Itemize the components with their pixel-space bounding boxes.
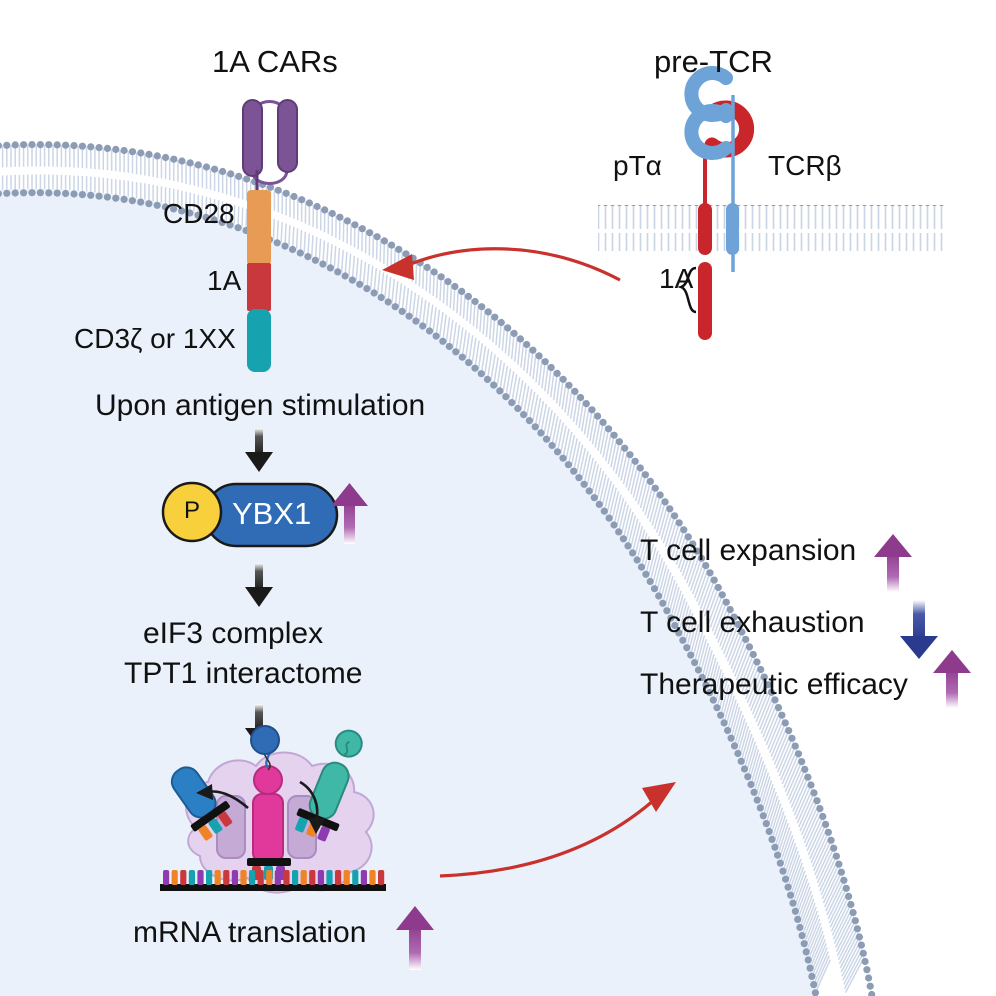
pretcr-1a-label: 1A — [659, 263, 694, 294]
mrna-translation-label: mRNA translation — [133, 916, 367, 949]
red-arrow-pretcr-to-car — [382, 247, 621, 282]
car-1a-domain — [247, 263, 271, 311]
ybx1-label: YBX1 — [232, 496, 312, 531]
mrna-codon — [257, 870, 264, 885]
phospho-group — [161, 481, 223, 543]
mrna-codon — [231, 870, 238, 885]
mrna-codon — [283, 870, 290, 885]
outcome-label-efficacy: Therapeutic efficacy — [640, 668, 908, 701]
mrna-codon — [274, 870, 281, 885]
therapeutic-efficacy-up-arrow — [933, 650, 971, 708]
mrna-codon — [214, 870, 221, 885]
trna-exiting — [170, 766, 233, 841]
trna-incoming-aminoacid — [334, 729, 363, 758]
trna-entry-arrow — [299, 780, 325, 834]
mrna-backbone — [160, 884, 386, 891]
stimulation-to-ybx1-arrow — [245, 428, 273, 472]
car-domain-label-cd28: CD28 — [163, 198, 235, 229]
ptalpha-label: pTα — [613, 150, 662, 181]
mrna-codon — [292, 870, 299, 885]
mrna-strand — [160, 870, 386, 891]
plasma-membrane-curved — [0, 144, 872, 996]
mrna-codon — [326, 870, 333, 885]
plasma-membrane-straight — [598, 205, 946, 251]
psite-trna-bar — [247, 858, 291, 866]
trna-incoming — [295, 729, 363, 842]
antigen-stimulation-label: Upon antigen stimulation — [95, 389, 426, 422]
scfv-vh-domain — [242, 99, 263, 177]
eif3-complex-label: eIF3 complex — [143, 617, 324, 650]
mrna-codon — [378, 870, 385, 885]
ybx1-to-complex-arrow — [245, 563, 273, 607]
tcrbeta-transmembrane — [726, 203, 739, 255]
mrna-codon — [249, 870, 256, 885]
car-receptor — [242, 99, 298, 372]
trna-incoming-codon-a — [295, 817, 308, 833]
nascent-peptide-head — [253, 765, 283, 795]
mrna-translation-up-arrow — [396, 906, 434, 970]
mrna-codon — [197, 870, 204, 885]
mrna-codon — [188, 870, 195, 885]
mrna-codon — [206, 870, 213, 885]
t-cell-expansion-up-arrow — [874, 534, 912, 592]
mrna-codon — [309, 870, 316, 885]
tpt1-interactome-label: TPT1 interactome — [124, 657, 363, 690]
trna-exiting-codon-b — [208, 818, 223, 834]
phospho-label: P — [184, 497, 201, 524]
pre-tcr-receptor — [677, 66, 755, 340]
ybx1-up-arrow — [331, 483, 368, 544]
mrna-codon — [335, 870, 342, 885]
trna-incoming-linker — [343, 740, 350, 756]
bilayer-band — [598, 205, 946, 251]
outcome-label-exhaustion: T cell exhaustion — [640, 606, 865, 639]
mrna-codon — [266, 870, 273, 885]
red-arrow-translation-to-outcome — [439, 782, 676, 878]
trna-exit-arrow — [196, 784, 249, 809]
t-cell-exhaustion-down-arrow — [900, 600, 938, 659]
ybx1-complex — [161, 481, 339, 548]
mrna-codon — [360, 870, 367, 885]
mrna-codon — [317, 870, 324, 885]
trna-exiting-bar — [190, 801, 230, 832]
nascent-peptide-body — [252, 793, 284, 863]
pretcr-title: pre-TCR — [654, 44, 773, 79]
mrna-codon — [300, 870, 307, 885]
mrna-codon — [180, 870, 187, 885]
trna-exiting-codon-c — [218, 811, 233, 827]
mrna-codon — [240, 870, 247, 885]
folded-protein-ball — [250, 725, 280, 755]
ptalpha-transmembrane — [698, 203, 712, 255]
car-cd3zeta-domain — [247, 309, 271, 372]
ptalpha-1a-brace — [677, 266, 697, 314]
trna-incoming-codon-c — [317, 826, 330, 842]
mrna-codon — [163, 870, 170, 885]
membrane-bead-rails — [0, 141, 876, 996]
mrna-codon — [343, 870, 350, 885]
tcrbeta-label: TCRβ — [768, 150, 842, 181]
car-domain-label-cd3zeta: CD3ζ or 1XX — [74, 323, 236, 354]
trna-exiting-codon-a — [198, 825, 213, 841]
scfv-vl-domain — [277, 99, 298, 173]
mrna-codon — [369, 870, 376, 885]
car-title: 1A CARs — [212, 44, 338, 79]
car-domain-label-1a: 1A — [207, 265, 242, 296]
translation-machinery — [160, 725, 386, 894]
ptalpha-1a-tail — [698, 262, 712, 340]
tcrbeta-ig-domain-upper — [684, 66, 733, 122]
mrna-codon — [352, 870, 359, 885]
mrna-codon — [171, 870, 178, 885]
outcome-label-expansion: T cell expansion — [640, 534, 857, 567]
mrna-codon — [223, 870, 230, 885]
car-cd28-domain — [247, 190, 271, 265]
